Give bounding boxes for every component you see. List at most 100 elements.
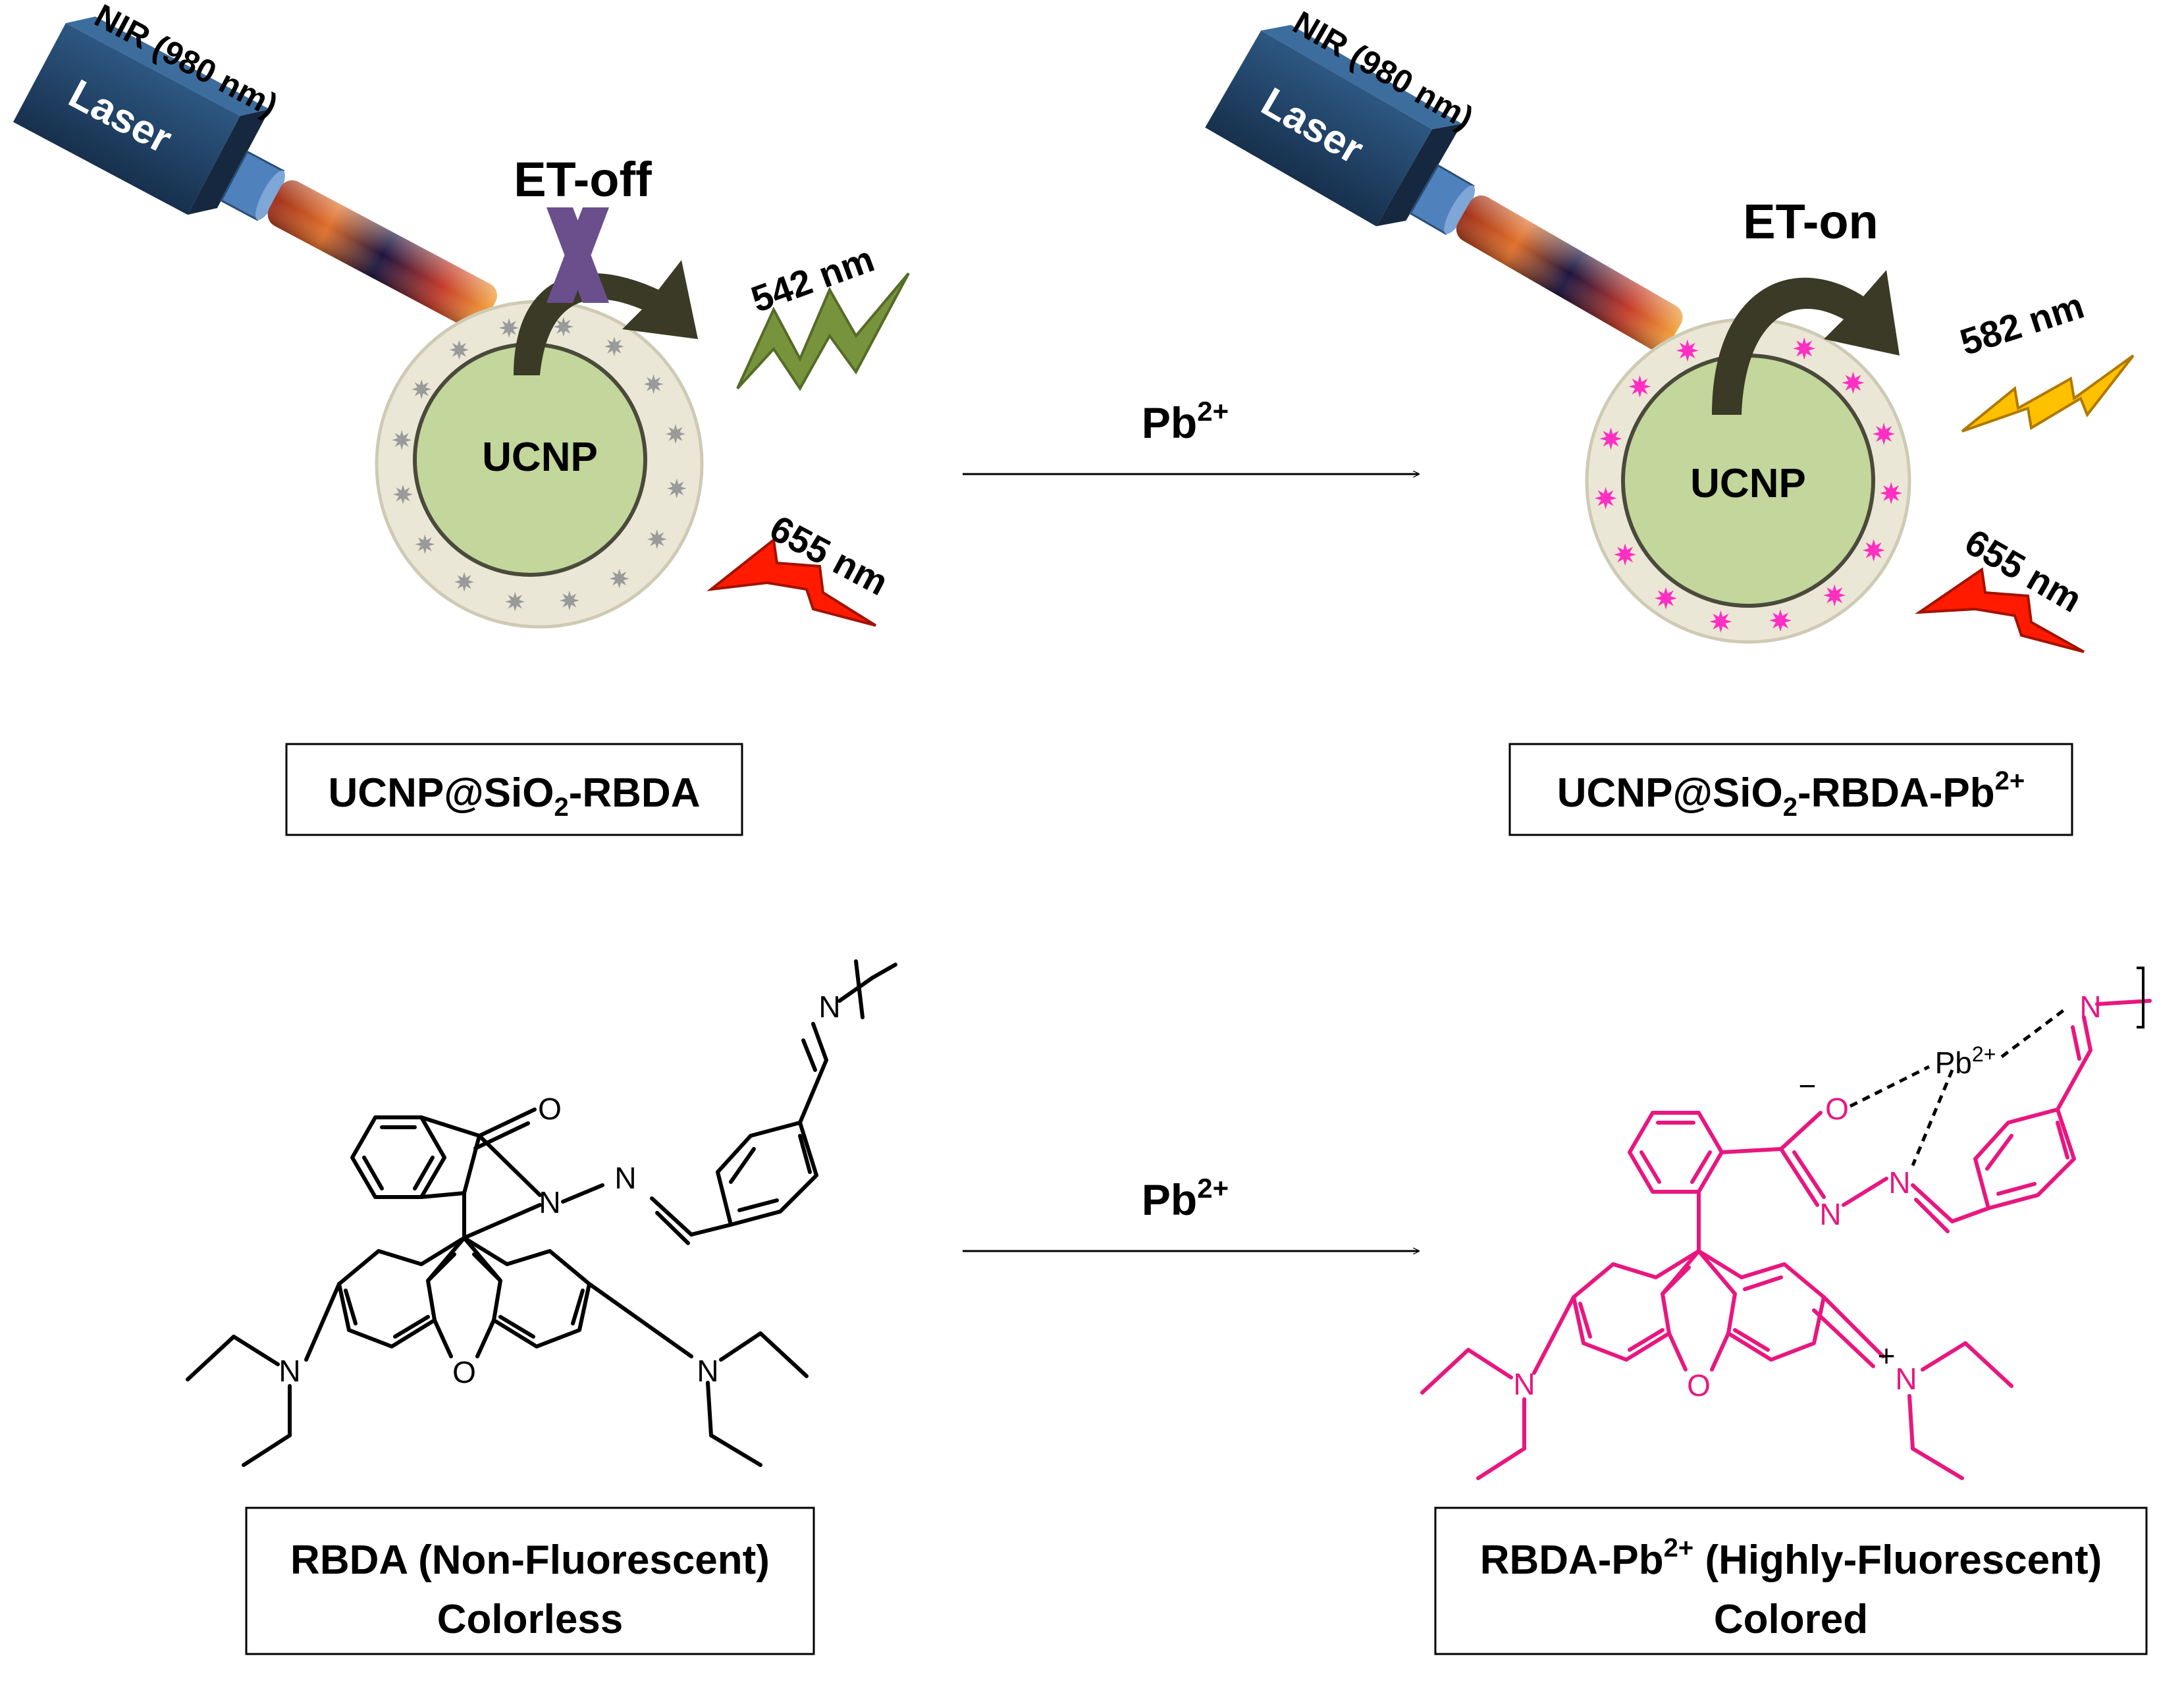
emission-582-label: 582 nm [1955, 284, 2089, 363]
laser-front-face [1205, 30, 1433, 227]
et-off-label: ET-off [514, 152, 652, 207]
atom-n-right: N [1895, 1362, 1917, 1396]
dye-marker-pink [1594, 487, 1617, 510]
dye-marker-gray [609, 568, 629, 589]
laser-beam [1456, 195, 1683, 352]
dye-marker-pink [1769, 609, 1792, 632]
pb-ion: Pb2+ [1935, 1042, 1996, 1080]
rbda-pb-caption: RBDA-Pb2+ (Highly-Fluorescent) Colored [1434, 1507, 2148, 1655]
dye-marker-gray [553, 317, 573, 337]
dye-marker-gray [604, 336, 624, 357]
dye-marker-gray [393, 484, 413, 504]
dye-marker-gray [412, 379, 432, 400]
xanthene-ring-left [1572, 1249, 1701, 1362]
atom-n-left: N [1513, 1367, 1535, 1401]
bolt-582 [1961, 354, 2135, 433]
laser-top-face [1261, 24, 1462, 130]
dye-marker-pink [1655, 587, 1677, 610]
dye-marker-pink [1793, 337, 1816, 360]
reaction-arrow-bottom: Pb2+ [963, 1173, 1419, 1251]
label-box-right [1508, 743, 2073, 836]
label-left: UCNP@SiO2-RBDA [329, 770, 701, 822]
dye-marker-pink [1709, 610, 1732, 633]
dye-marker-pink [1628, 375, 1651, 398]
rbda-caption: RBDA (Non-Fluorescent) Colorless [245, 1507, 815, 1655]
et-arrow-right [1712, 270, 1900, 415]
label-right: UCNP@SiO2-RBDA-Pb2+ [1557, 766, 2025, 822]
dye-marker-pink [1842, 371, 1865, 394]
dye-marker-gray [505, 591, 525, 612]
laser-device-right: Laser [1205, 24, 1683, 352]
rbda-pb-caption-box [1434, 1507, 2148, 1655]
bolt-655-right [1914, 567, 2085, 653]
rbda-caption-box [245, 1507, 815, 1655]
dye-marker-gray [666, 424, 685, 444]
dye-marker-gray [643, 374, 664, 394]
reaction-arrow-top: Pb2+ [963, 396, 1419, 474]
atom-o-anion: O [1825, 1092, 1849, 1126]
atom-n-top: N [818, 990, 840, 1024]
emission-655-label: 655 nm [763, 507, 895, 603]
emission-542-label: 542 nm [746, 238, 880, 320]
dye-marker-pink [1873, 423, 1896, 445]
dye-marker-gray [647, 529, 667, 549]
label-box-left [285, 743, 743, 836]
gray-dye-markers [392, 317, 687, 612]
et-blocked-cross [546, 207, 609, 303]
benzo-ring [350, 1115, 446, 1199]
xanthene-ring-right [1697, 1249, 1826, 1362]
dye-marker-pink [1614, 543, 1637, 566]
core-label: UCNP [1690, 461, 1806, 506]
rbda-pb-atom-labels: O − N N N O N N + [1513, 990, 2101, 1402]
pb-coordination-bonds [1849, 1006, 2069, 1166]
atom-o-ring: O [1687, 1368, 1711, 1402]
dye-marker-pink [1880, 482, 1903, 504]
atom-n-top: N [2079, 990, 2101, 1024]
end-bracket [2137, 967, 2144, 1028]
laser-nozzle-tip [1444, 185, 1476, 234]
rbda-caption-line1: RBDA (Non-Fluorescent) [290, 1537, 770, 1583]
arrow-top-label: Pb2+ [1142, 396, 1229, 447]
panel-et-on: Laser NIR (980 nm) UCNP ET-on 582 nm 655… [1205, 4, 2135, 836]
charge-minus: − [1799, 1069, 1817, 1103]
rbda-pb-caption-line1: RBDA-Pb2+ (Highly-Fluorescent) [1480, 1534, 2102, 1583]
dye-marker-gray [559, 591, 579, 610]
atom-o-carbonyl: O [538, 1092, 562, 1126]
laser-side-face [187, 109, 270, 215]
bolt-542 [736, 272, 910, 391]
dye-marker-gray [454, 572, 475, 592]
rbda-pb-caption-line2: Colored [1714, 1597, 1868, 1642]
dye-marker-pink [1823, 584, 1846, 607]
panel-et-off: Laser NIR (980 nm) UCNP ET-off 542 nm 65… [13, 0, 910, 836]
arrow-bottom-label: Pb2+ [1142, 1173, 1229, 1224]
atom-o-ring: O [452, 1355, 476, 1389]
laser-side-face [1376, 123, 1462, 227]
rbda-atom-labels: O N N N O N N [279, 990, 840, 1389]
atom-n-hydrazone: N [1819, 1197, 1841, 1231]
laser-beam [267, 180, 497, 330]
dye-marker-pink [1599, 427, 1622, 450]
dye-marker-gray [449, 340, 469, 360]
atom-n-right: N [697, 1354, 718, 1388]
pb-ion-label: Pb2+ [1935, 1042, 1996, 1080]
atom-n-imine: N [614, 1161, 636, 1195]
laser-top-face [65, 16, 270, 116]
xanthene-ring-left [337, 1236, 466, 1348]
dye-marker-gray [415, 534, 435, 554]
atom-n-imine: N [1888, 1165, 1910, 1200]
laser-front-face [13, 23, 240, 215]
charge-plus: + [1878, 1339, 1896, 1373]
rbda-caption-line2: Colorless [437, 1597, 624, 1642]
dye-marker-gray [499, 318, 519, 338]
atom-n-left: N [279, 1354, 300, 1388]
dye-marker-pink [1862, 539, 1885, 562]
laser-nozzle-tip [255, 171, 285, 221]
rbda-molecule [186, 959, 897, 1467]
et-on-label: ET-on [1743, 194, 1878, 249]
bolt-655 [706, 537, 877, 627]
core-label: UCNP [482, 435, 598, 480]
xanthene-ring-right [462, 1236, 591, 1348]
dye-marker-gray [392, 430, 412, 450]
atom-n-lactam: N [539, 1185, 560, 1219]
